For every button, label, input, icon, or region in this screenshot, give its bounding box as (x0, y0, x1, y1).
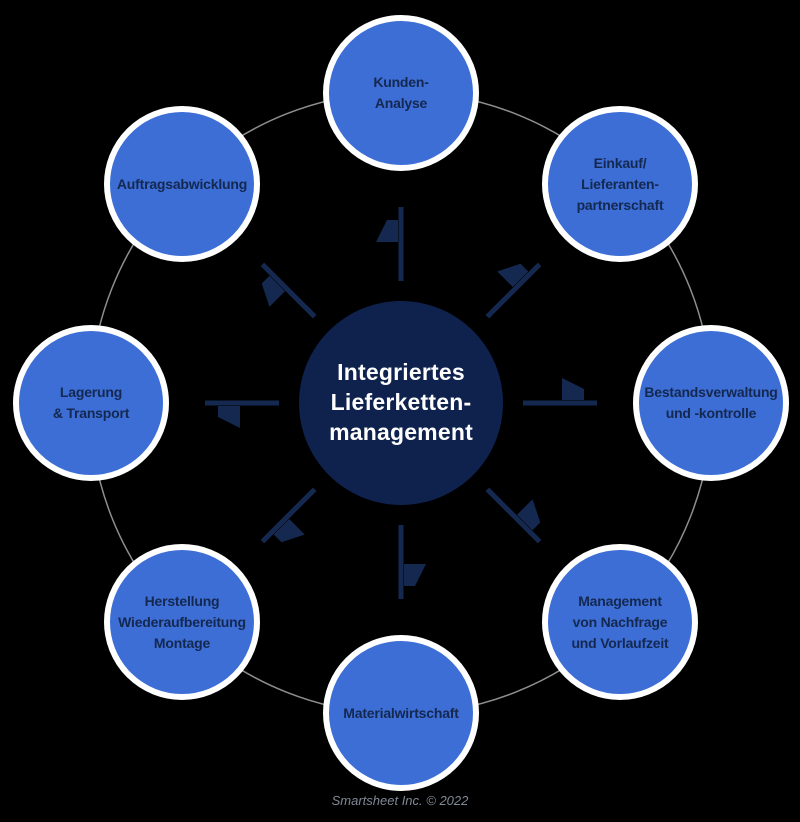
center-label-line: management (329, 418, 473, 445)
node-label: Lagerung & Transport (52, 382, 130, 424)
node-label: Bestandsverwaltung und -kontrolle (644, 382, 778, 424)
center-label-line: Lieferketten- (330, 389, 472, 416)
arrow-northwest (262, 262, 317, 319)
radial-arrows (205, 207, 597, 599)
node-label-line: Analyse (374, 95, 428, 111)
node-label-line: Materialwirtschaft (343, 704, 459, 721)
node-herstellung-wiederaufbereitung-montage: Herstellung Wiederaufbereitung Montage (104, 544, 260, 700)
node-label-line: Lagerung (59, 384, 123, 400)
node-label-line: Einkauf/ (593, 154, 647, 171)
node-label-line: Herstellung (144, 592, 220, 609)
node-bestandsverwaltung-und-kontrolle: Bestandsverwaltung und -kontrolle (633, 325, 789, 481)
center-node-integriertes-lieferkettenmanagement: Integriertes Lieferketten- management (299, 301, 503, 505)
node-label: Einkauf/ Lieferanten- partnerschaft (577, 153, 664, 216)
node-label-line: Auftragsabwicklung (116, 175, 248, 192)
node-label: Auftragsabwicklung (117, 174, 247, 195)
node-einkauf-lieferantenpartnerschaft: Einkauf/ Lieferanten- partnerschaft (542, 106, 698, 262)
node-label-line: von Nachfrage (572, 613, 668, 630)
node-kunden-analyse: Kunden- Analyse (323, 15, 479, 171)
arrow-southeast (485, 487, 539, 544)
arrow-southwest (260, 487, 317, 541)
node-label-line: und Vorlaufzeit (571, 634, 669, 651)
node-label: Management von Nachfrage und Vorlaufzeit (571, 591, 668, 654)
node-label-line: & Transport (52, 405, 130, 421)
node-label-line: partnerschaft (576, 196, 664, 213)
node-lagerung-und-transport: Lagerung & Transport (13, 325, 169, 481)
arrow-northeast (485, 264, 542, 319)
node-label: Kunden- Analyse (373, 72, 429, 114)
node-label-line: Management (578, 592, 662, 609)
center-label-line: Integriertes (337, 359, 465, 386)
center-node-label: Integriertes Lieferketten- management (329, 358, 473, 448)
node-label-line: Kunden- (373, 74, 429, 90)
node-label-line: Wiederaufbereitung (118, 613, 246, 630)
footer-credit: Smartsheet Inc. © 2022 (331, 793, 469, 808)
node-label-line: Lieferanten- (581, 175, 659, 192)
node-management-von-nachfrage-und-vorlaufzeit: Management von Nachfrage und Vorlaufzeit (542, 544, 698, 700)
node-auftragsabwicklung: Auftragsabwicklung (104, 106, 260, 262)
node-label: Herstellung Wiederaufbereitung Montage (118, 591, 246, 654)
node-label-line: Montage (153, 634, 211, 651)
node-label-line: und -kontrolle (665, 405, 757, 421)
node-materialwirtschaft: Materialwirtschaft (323, 635, 479, 791)
node-label: Materialwirtschaft (343, 703, 459, 724)
node-label-line: Bestandsverwaltung (644, 384, 778, 400)
